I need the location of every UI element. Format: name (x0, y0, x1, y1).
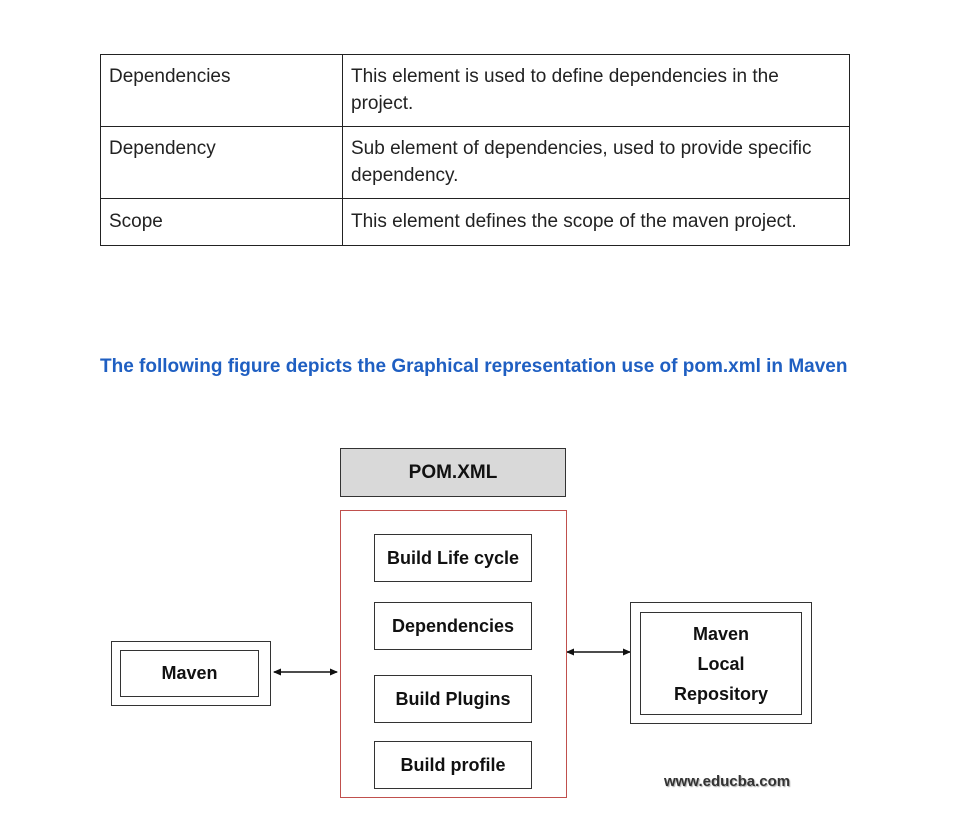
repository-box-outer (630, 602, 812, 724)
pom-item-build-profile: Build profile (374, 741, 532, 789)
table-cell-term: Scope (100, 198, 343, 246)
table-cell-term: Dependencies (100, 54, 343, 127)
pom-item-build-life-cycle: Build Life cycle (374, 534, 532, 582)
table-cell-term: Dependency (100, 126, 343, 199)
pom-item-build-plugins: Build Plugins (374, 675, 532, 723)
repo-label-line: Repository (673, 683, 769, 704)
watermark: www.educba.com (664, 773, 791, 790)
table-row: Dependencies This element is used to def… (100, 54, 850, 127)
maven-local-repository-box: Maven Local Repository (640, 612, 802, 715)
pom-xml-header: POM.XML (340, 448, 566, 497)
repo-label-line: Local (697, 653, 745, 674)
pom-elements-table: Dependencies This element is used to def… (100, 54, 850, 246)
maven-box: Maven (120, 650, 259, 697)
maven-box-outer (111, 641, 271, 706)
table-row: Scope This element defines the scope of … (100, 198, 850, 246)
pom-item-dependencies: Dependencies (374, 602, 532, 650)
repo-label-line: Maven (692, 623, 750, 644)
table-cell-description: Sub element of dependencies, used to pro… (342, 126, 850, 199)
figure-heading: The following figure depicts the Graphic… (100, 356, 848, 377)
table-row: Dependency Sub element of dependencies, … (100, 126, 850, 199)
table-cell-description: This element is used to define dependenc… (342, 54, 850, 127)
pom-container (340, 510, 567, 798)
table-cell-description: This element defines the scope of the ma… (342, 198, 850, 246)
